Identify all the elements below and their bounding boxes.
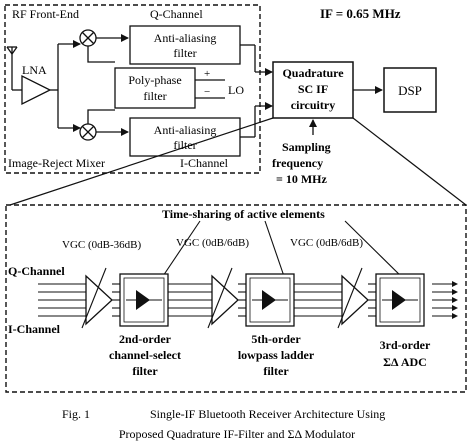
vgc3-label: VGC (0dB/6dB)	[290, 237, 363, 249]
polyphase-line1: Poly-phase	[128, 73, 181, 87]
stage2-line3: filter	[263, 364, 289, 378]
if-frequency-label: IF = 0.65 MHz	[320, 6, 401, 21]
stage1-line2: channel-select	[109, 348, 181, 362]
sigma-delta-adc-block-inner	[379, 277, 421, 323]
output-arrow	[452, 313, 458, 319]
stage3-line2: ΣΔ ADC	[383, 355, 427, 369]
vgc1-amplifier-gain-arrow	[81, 267, 107, 329]
stage2-line2: lowpass ladder	[238, 348, 315, 362]
polyphase-line2: filter	[143, 89, 166, 103]
i-channel-label: I-Channel	[8, 322, 61, 336]
lo-minus: −	[204, 86, 210, 98]
output-arrow	[452, 297, 458, 303]
anti-aliasing-q-line1: Anti-aliasing	[154, 31, 217, 45]
quadrature-line1: Quadrature	[282, 66, 344, 80]
quadrature-line3: circuitry	[291, 98, 335, 112]
vgc2-amplifier	[211, 274, 239, 326]
stage3-line1: 3rd-order	[380, 338, 431, 352]
caption-fig-number: Fig. 1	[62, 407, 90, 421]
sampling-line1: Sampling	[282, 140, 331, 154]
lna-label: LNA	[22, 63, 47, 77]
dsp-label: DSP	[398, 83, 422, 98]
stage1-order: 2nd-order	[119, 332, 172, 346]
sampling-line3: = 10 MHz	[276, 172, 327, 186]
i-channel-top-label: I-Channel	[180, 156, 229, 170]
anti-aliasing-i-line1: Anti-aliasing	[154, 123, 217, 137]
stage1-line1: 2nd-order	[119, 332, 172, 346]
output-arrow	[452, 305, 458, 311]
stage2-line1: 5th-order	[251, 332, 301, 346]
output-arrow	[452, 281, 458, 287]
rf-front-end-label: RF Front-End	[12, 7, 79, 21]
lo-plus: +	[204, 68, 210, 80]
channel-select-filter-block-inner	[123, 277, 165, 323]
vgc2-label: VGC (0dB/6dB)	[176, 237, 249, 249]
antenna-icon	[6, 46, 22, 91]
caption-line1: Single-IF Bluetooth Receiver Architectur…	[150, 407, 385, 421]
detail-box	[5, 204, 467, 393]
vgc3-amplifier-gain-arrow	[337, 267, 363, 329]
mixer-i	[79, 123, 97, 141]
time-sharing-label: Time-sharing of active elements	[162, 207, 325, 221]
quadrature-sc-if-block	[272, 61, 354, 119]
signal-chain	[38, 267, 458, 329]
caption-line2: Proposed Quadrature IF-Filter and ΣΔ Mod…	[119, 427, 355, 441]
vgc1-label: VGC (0dB-36dB)	[62, 239, 141, 251]
polyphase-filter	[114, 67, 196, 109]
vgc1-amplifier	[85, 274, 113, 326]
output-arrow	[452, 289, 458, 295]
mixer-q	[79, 29, 97, 47]
anti-aliasing-filter-i	[129, 117, 241, 157]
quadrature-line2: SC IF	[298, 82, 328, 96]
q-channel-label: Q-Channel	[8, 264, 65, 278]
sampling-line2: frequency	[272, 156, 323, 170]
q-channel-top-label: Q-Channel	[150, 7, 203, 21]
lna-amplifier	[21, 74, 52, 106]
vgc3-amplifier	[341, 274, 369, 326]
image-reject-mixer-label: Image-Reject Mixer	[8, 156, 105, 170]
lo-label: LO	[228, 83, 244, 97]
lowpass-ladder-filter-block-inner	[249, 277, 291, 323]
vgc2-amplifier-gain-arrow	[207, 267, 233, 329]
dsp-block	[383, 67, 437, 113]
anti-aliasing-q-line2: filter	[173, 46, 196, 60]
stage1-line3: filter	[132, 364, 158, 378]
rf-front-end-box	[4, 4, 261, 174]
anti-aliasing-filter-q	[129, 25, 241, 65]
